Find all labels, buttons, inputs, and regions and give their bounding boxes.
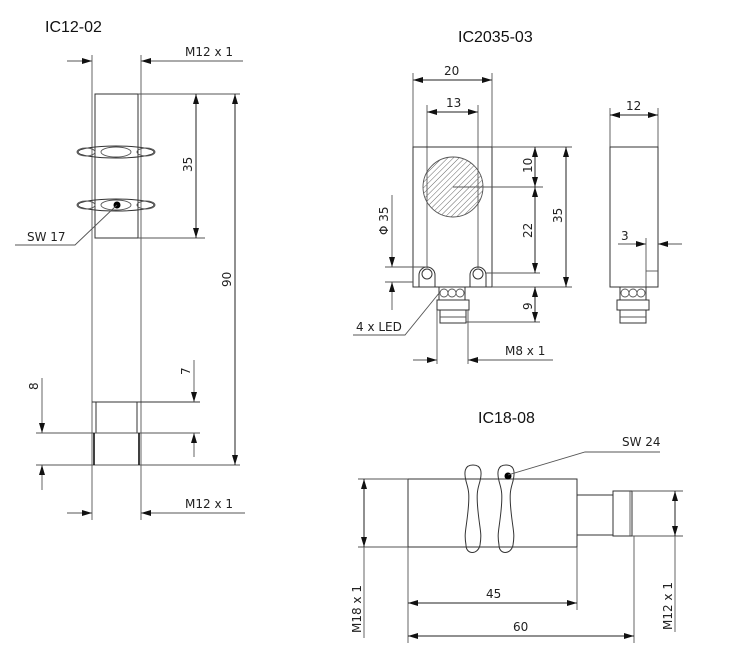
lock-nut (464, 464, 482, 553)
dim-thread-m18: M18 x 1 (350, 585, 364, 633)
drawing-title: IC18-08 (478, 410, 535, 427)
led-label: 4 x LED (356, 320, 402, 334)
leader-line (507, 451, 660, 476)
dim-22: 22 (521, 223, 535, 238)
dim-thread-top: M12 x 1 (185, 45, 233, 59)
dim-arrowhead (468, 357, 478, 363)
lock-nut (76, 198, 156, 212)
dim-thread-bottom: M12 x 1 (185, 497, 233, 511)
dim-20: 20 (444, 64, 459, 78)
dim-arrowhead (141, 510, 151, 516)
dim-7: 7 (179, 367, 193, 375)
mounting-hole (418, 266, 436, 287)
connector (436, 286, 470, 324)
wrench-size-label: SW 24 (622, 435, 661, 449)
drawing-ic12-02: IC12-02 M12 x 1 (15, 19, 245, 520)
leader-line (353, 291, 441, 336)
dim-10: 10 (521, 158, 535, 173)
sensor-body-thread (94, 93, 139, 239)
dim-90: 90 (220, 272, 234, 287)
drawing-title: IC2035-03 (458, 29, 533, 46)
sensor-body (407, 478, 578, 548)
drawing-ic18-08: IC18-08 SW 24 M18 x 1 45 60 M12 x (350, 410, 683, 643)
leader-line (15, 204, 118, 246)
lock-nut (76, 145, 156, 159)
dim-35: 35 (551, 208, 565, 223)
lock-nut (497, 464, 515, 553)
drawing-ic2035-03: IC2035-03 20 13 (353, 29, 682, 364)
wrench-size-label: SW 17 (27, 230, 66, 244)
dim-12: 12 (626, 99, 641, 113)
sensor-body-side (609, 146, 659, 288)
connector-neck (95, 401, 138, 434)
dim-8: 8 (27, 382, 41, 390)
drawing-title: IC12-02 (45, 19, 102, 36)
dim-thread-m8: M8 x 1 (505, 344, 545, 358)
dim-45: 45 (486, 587, 501, 601)
connector-neck (576, 494, 614, 536)
dim-60: 60 (513, 620, 528, 634)
dim-arrowhead (141, 58, 151, 64)
connector-side (616, 286, 650, 324)
dim-13: 13 (446, 96, 461, 110)
dim-35: 35 (181, 157, 195, 172)
mounting-hole (469, 266, 487, 287)
dim-hole-diameter: Φ 35 (377, 206, 391, 235)
dim-3: 3 (621, 229, 629, 243)
connector-cap (612, 490, 633, 537)
dim-thread-m12: M12 x 1 (661, 582, 675, 630)
dim-9: 9 (521, 302, 535, 310)
